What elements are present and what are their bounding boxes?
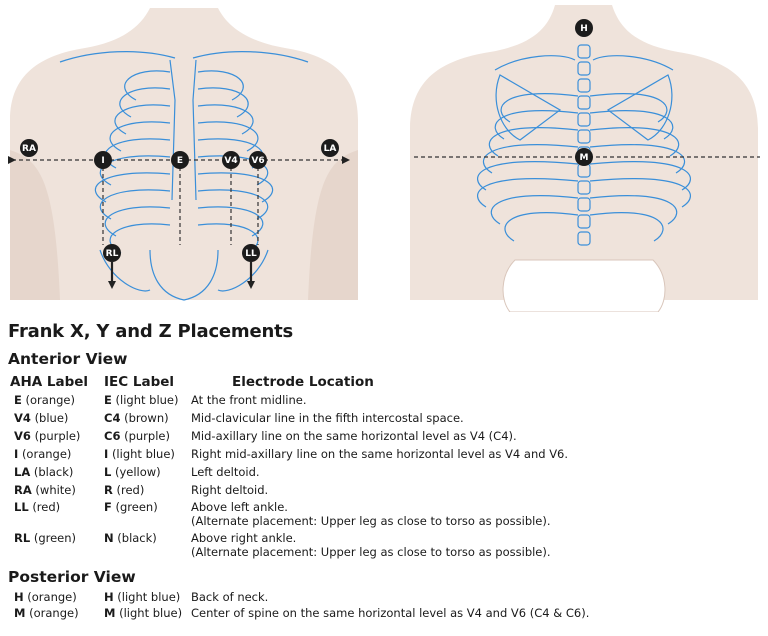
anterior-heading: Anterior View (8, 350, 128, 368)
svg-text:V4: V4 (224, 156, 237, 166)
column-header-location: Electrode Location (232, 374, 374, 390)
electrode-location-cell: Center of spine on the same horizontal l… (191, 606, 590, 620)
aha-label-cell: LL (red) (14, 500, 61, 514)
electrode-marker-la: LA (321, 139, 339, 157)
electrode-marker-rl: RL (103, 244, 121, 262)
electrode-marker-ll: LL (242, 244, 260, 262)
iec-label-cell: H (light blue) (104, 590, 181, 604)
iec-label-cell: I (light blue) (104, 447, 175, 461)
iec-label-cell: N (black) (104, 531, 157, 545)
iec-label-cell: F (green) (104, 500, 158, 514)
svg-text:H: H (580, 24, 588, 34)
electrode-location-cell: Left deltoid. (191, 465, 260, 479)
svg-text:M: M (580, 153, 589, 163)
leg-arrows (108, 262, 255, 289)
aha-label-cell: E (orange) (14, 393, 75, 407)
iec-label-cell: E (light blue) (104, 393, 179, 407)
svg-text:LL: LL (245, 249, 257, 259)
iec-label-cell: M (light blue) (104, 606, 183, 620)
electrode-marker-v4: V4 (222, 151, 240, 169)
svg-text:V6: V6 (251, 156, 264, 166)
column-header-aha: AHA Label (10, 374, 89, 390)
electrode-level-lines (8, 156, 760, 245)
aha-label-cell: V6 (purple) (14, 429, 81, 443)
aha-label-cell: RA (white) (14, 483, 76, 497)
electrode-location-cell: Right deltoid. (191, 483, 269, 497)
iec-label-cell: R (red) (104, 483, 145, 497)
electrode-marker-h: H (575, 19, 593, 37)
electrode-location-cell: Right mid-axillary line on the same hori… (191, 447, 569, 461)
electrode-marker-m: M (575, 148, 593, 166)
page-title: Frank X, Y and Z Placements (8, 321, 294, 342)
svg-text:RL: RL (106, 249, 119, 259)
aha-label-cell: V4 (blue) (14, 411, 69, 425)
aha-label-cell: H (orange) (14, 590, 77, 604)
electrode-location-cell: Back of neck. (191, 590, 269, 604)
aha-label-cell: LA (black) (14, 465, 74, 479)
aha-label-cell: RL (green) (14, 531, 77, 545)
svg-text:RA: RA (22, 144, 36, 154)
posterior-heading: Posterior View (8, 568, 136, 586)
svg-text:LA: LA (324, 144, 337, 154)
electrode-marker-e: E (171, 151, 189, 169)
electrode-location-cell: At the front midline. (191, 393, 307, 407)
aha-label-cell: I (orange) (14, 447, 72, 461)
iec-label-cell: C4 (brown) (104, 411, 169, 425)
electrode-location-cell: Above left ankle.(Alternate placement: U… (191, 500, 551, 528)
electrode-location-cell: Mid-clavicular line in the fifth interco… (191, 411, 464, 425)
electrode-location-cell: Above right ankle.(Alternate placement: … (191, 531, 551, 559)
electrode-placement-figure: RA I E V4 V6 LA RL LL H M (0, 0, 768, 312)
posterior-skeleton (477, 44, 691, 246)
electrode-marker-ra: RA (20, 139, 38, 157)
electrode-marker-v6: V6 (249, 151, 267, 169)
aha-label-cell: M (orange) (14, 606, 79, 620)
iec-label-cell: L (yellow) (104, 465, 161, 479)
electrode-location-cell: Mid-axillary line on the same horizontal… (191, 429, 517, 443)
column-header-iec: IEC Label (104, 374, 175, 390)
electrode-marker-i: I (94, 151, 112, 169)
iec-label-cell: C6 (purple) (104, 429, 170, 443)
svg-text:I: I (101, 156, 104, 166)
svg-text:E: E (177, 156, 183, 166)
